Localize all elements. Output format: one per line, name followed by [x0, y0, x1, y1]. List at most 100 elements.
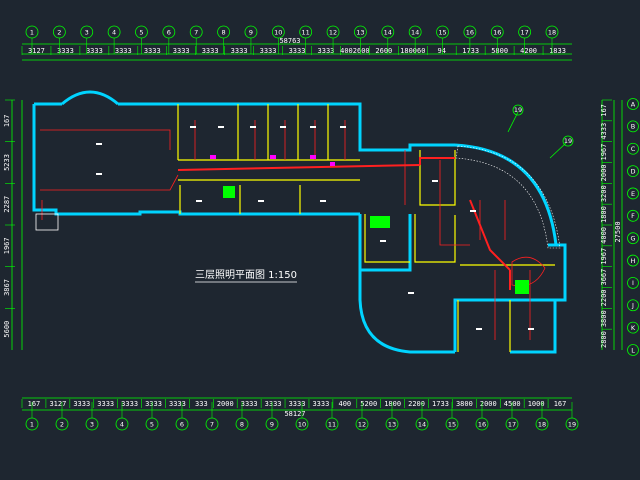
- right-dimension-label: 2800: [600, 331, 608, 348]
- top-segment-label: 94: [438, 47, 446, 55]
- top-axis-bubble: [490, 25, 504, 39]
- top-segment-label: 5800: [491, 47, 508, 55]
- right-dimension-label: 2200: [600, 289, 608, 306]
- top-axis-bubble: [299, 25, 313, 39]
- top-segment-label: 3333: [202, 47, 219, 55]
- bottom-segment-label: 3800: [456, 400, 473, 408]
- top-segment-label: 3333: [231, 47, 248, 55]
- bottom-axis-label: 12: [358, 420, 366, 428]
- top-segment-label: 1733: [462, 47, 479, 55]
- top-segment-label: 1833: [549, 47, 566, 55]
- top-axis-label: 18: [548, 28, 556, 36]
- right-axis-bubble: [627, 142, 639, 155]
- bottom-segment-label: 1733: [432, 400, 449, 408]
- bottom-axis-bubble: [385, 417, 399, 431]
- bottom-axis-label: 10: [298, 420, 306, 428]
- bottom-segment-label: 333: [195, 400, 208, 408]
- callout-label-1: 19: [514, 106, 522, 114]
- top-axis-bubble: [408, 25, 422, 39]
- bottom-segment-label: 1800: [384, 400, 401, 408]
- drawing-title: 三层照明平面图 1:150: [195, 269, 297, 281]
- top-segment-label: 3333: [260, 47, 277, 55]
- top-axis-label: 15: [438, 28, 446, 36]
- top-axis-label: 16: [466, 28, 474, 36]
- stair-box: [35, 213, 59, 231]
- top-axis-label: 14: [384, 28, 392, 36]
- bottom-segment-label: 3333: [121, 400, 138, 408]
- bottom-axis-label: 13: [388, 420, 396, 428]
- bottom-axis-label: 16: [478, 420, 486, 428]
- bottom-axis-label: 7: [210, 420, 214, 428]
- right-axis-bubble: [627, 165, 639, 177]
- right-overall-dimension: 27500: [614, 221, 622, 242]
- top-segment-label: 3333: [57, 47, 74, 55]
- top-axis-bubble: [271, 25, 285, 39]
- right-axis-bubble: [627, 98, 639, 110]
- bottom-axis-bubble: [505, 417, 519, 431]
- right-axis-label: A: [631, 100, 636, 108]
- bottom-segment-label: 3333: [289, 400, 306, 408]
- top-axis-label: 11: [302, 28, 310, 36]
- right-dimension-label: 3667: [600, 269, 608, 286]
- right-axis-label: I: [632, 279, 634, 287]
- bottom-axis-label: 14: [418, 420, 426, 428]
- bottom-axis-label: 17: [508, 420, 516, 428]
- right-axis-label: E: [631, 190, 635, 198]
- left-dimension-label: 1967: [3, 237, 11, 254]
- bottom-axis-bubble: [235, 417, 249, 431]
- top-segment-label: 3333: [289, 47, 306, 55]
- right-axis-label: B: [631, 123, 635, 131]
- bottom-axis-bubble: [415, 417, 429, 431]
- top-axis-label: 5: [139, 28, 143, 36]
- top-axis-bubble: [326, 25, 340, 39]
- bottom-segment-label: 2200: [408, 400, 425, 408]
- left-dimension-label: 5600: [3, 321, 11, 338]
- top-axis-bubble: [436, 25, 449, 39]
- right-dimension-label: 3200: [600, 185, 608, 202]
- top-axis-bubble: [52, 25, 66, 39]
- top-axis-label: 7: [194, 28, 198, 36]
- right-dimension-label: 1800: [600, 206, 608, 223]
- bottom-segment-label: 3127: [49, 400, 66, 408]
- right-axis-bubble: [627, 321, 639, 334]
- top-overall-dimension: 58763: [279, 37, 300, 45]
- bottom-segment-label: 3333: [241, 400, 258, 408]
- top-axis-bubble: [518, 25, 532, 39]
- left-dimension-label: 5233: [3, 154, 11, 171]
- bottom-axis-label: 9: [270, 420, 274, 428]
- bottom-axis-label: 6: [180, 420, 184, 428]
- right-axis-bubble: [627, 209, 639, 222]
- bottom-axis-label: 15: [448, 420, 456, 428]
- bottom-segment-label: 1000: [528, 400, 545, 408]
- top-segment-label: 3127: [28, 47, 45, 55]
- bottom-segment-label: 3333: [265, 400, 282, 408]
- top-axis-label: 10: [274, 28, 282, 36]
- bottom-axis-bubble: [145, 417, 159, 431]
- right-dimension-label: 3800: [600, 310, 608, 327]
- bottom-axis-label: 18: [538, 420, 546, 428]
- bottom-axis-bubble: [355, 417, 369, 431]
- green-devices: [223, 186, 529, 294]
- branch-wiring: [40, 120, 546, 340]
- bottom-axis-bubble: [115, 417, 129, 431]
- bottom-axis-bubble: [25, 417, 39, 431]
- light-fixtures: [96, 126, 534, 330]
- bottom-axis-label: 5: [150, 420, 154, 428]
- wiring: [177, 157, 511, 290]
- left-dimension-label: 167: [3, 115, 11, 128]
- bottom-axis-bubble: [295, 417, 309, 431]
- right-axis-bubble: [627, 120, 639, 133]
- right-dimension-label: 2000: [600, 164, 608, 181]
- bottom-segment-label: 3333: [97, 400, 114, 408]
- top-axis-bubble: [25, 25, 39, 39]
- top-segment-label: 180060: [400, 47, 425, 55]
- bottom-segment-label: 400: [338, 400, 351, 408]
- top-axis-label: 14: [411, 28, 419, 36]
- bottom-segment-label: 3333: [145, 400, 162, 408]
- top-axis-bubble: [217, 25, 230, 39]
